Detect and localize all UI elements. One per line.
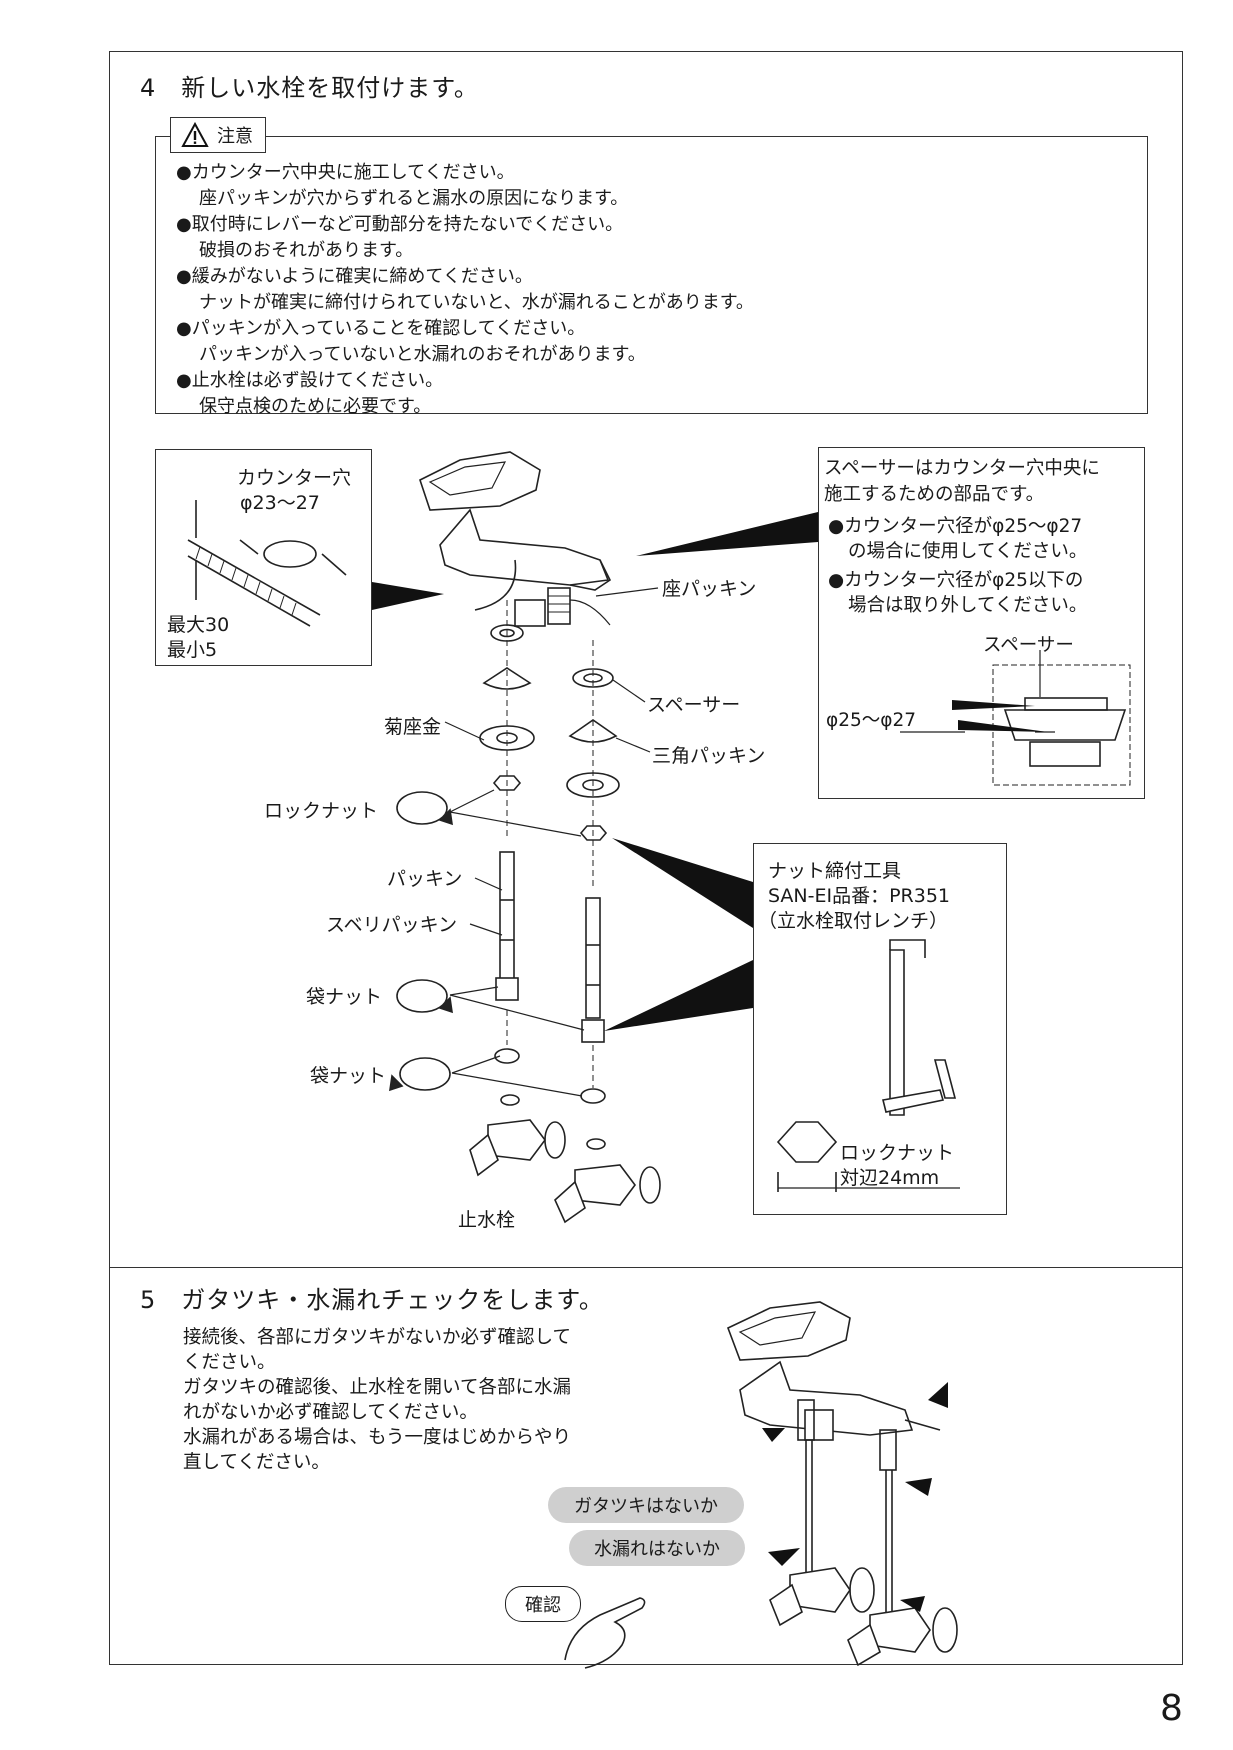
section-divider	[109, 1267, 1183, 1268]
tool-name: ナット締付工具	[768, 860, 902, 882]
spacer-note-line1: スペーサーはカウンター穴中央に	[824, 458, 1100, 479]
label-packing: パッキン	[387, 868, 463, 890]
counter-hole-label: カウンター穴	[237, 467, 352, 489]
spacer-detail-label: スペーサー	[983, 635, 1074, 656]
caution-detail: パッキンが入っていないと水漏れのおそれがあります。	[199, 344, 646, 365]
spacer-note-bullet1: ●カウンター穴径がφ25～φ27	[828, 516, 1083, 537]
caution-box	[155, 136, 1148, 414]
spacer-note-bullet1-detail: の場合に使用してください。	[848, 541, 1088, 562]
tool-nut-size: 対辺24mm	[840, 1167, 940, 1189]
label-kiku-washer: 菊座金	[384, 716, 442, 738]
rotate-arrow-icon	[396, 979, 453, 1014]
step5-line: ください。	[183, 1352, 276, 1373]
page-frame	[109, 51, 1183, 1665]
caution-lead: 緩みがないように確実に締めてください。	[176, 264, 754, 290]
step5-line: ガタツキの確認後、止水栓を開いて各部に水漏	[183, 1377, 571, 1398]
step5-illustration	[564, 1301, 958, 1669]
rotate-arrow-icon	[396, 791, 453, 826]
step5-line: れがないか必ず確認してください。	[183, 1402, 478, 1423]
counter-thickness-max: 最大30	[167, 614, 230, 636]
caution-detail: 保守点検のために必要です。	[199, 396, 432, 417]
caution-lead: 止水栓は必ず設けてください。	[176, 368, 754, 394]
step5-instructions: 接続後、各部にガタツキがないか必ず確認して ください。 ガタツキの確認後、止水栓…	[183, 1325, 643, 1475]
pointing-hand-icon	[564, 1597, 646, 1669]
tool-description: （立水栓取付レンチ）	[758, 910, 949, 932]
tool-box	[753, 843, 1007, 1215]
step5-title: 5 ガタツキ・水漏れチェックをします。	[140, 1286, 604, 1314]
caution-item: 取付時にレバーなど可動部分を持たないでください。 破損のおそれがあります。	[176, 212, 754, 264]
label-stop-valve: 止水栓	[458, 1209, 516, 1231]
caution-list: カウンター穴中央に施工してください。 座パッキンが穴からずれると漏水の原因になり…	[176, 160, 754, 420]
confirm-badge: 確認	[505, 1586, 581, 1622]
caution-detail: 破損のおそれがあります。	[199, 240, 414, 261]
label-lock-nut: ロックナット	[264, 800, 379, 822]
caution-item: カウンター穴中央に施工してください。 座パッキンが穴からずれると漏水の原因になり…	[176, 160, 754, 212]
caution-lead: 取付時にレバーなど可動部分を持たないでください。	[176, 212, 754, 238]
caution-label: 注意	[217, 126, 253, 147]
caution-lead: カウンター穴中央に施工してください。	[176, 160, 754, 186]
page-number: 8	[1160, 1688, 1183, 1729]
spacer-detail-diameter: φ25～φ27	[826, 710, 916, 731]
step5-line: 直してください。	[183, 1452, 330, 1473]
tool-nut-label: ロックナット	[840, 1142, 955, 1164]
step4-title: 4 新しい水栓を取付けます。	[140, 74, 479, 102]
spacer-note-bullet2-detail: 場合は取り外してください。	[848, 595, 1088, 616]
label-spacer: スペーサー	[647, 694, 741, 716]
label-slip-packing: スベリパッキン	[326, 914, 458, 936]
tool-part-number: SAN-EI品番：PR351	[768, 885, 951, 907]
caution-lead: パッキンが入っていることを確認してください。	[176, 316, 754, 342]
step5-line: 接続後、各部にガタツキがないか必ず確認して	[183, 1327, 571, 1348]
label-seat-packing: 座パッキン	[662, 578, 757, 600]
caution-item: 緩みがないように確実に締めてください。 ナットが確実に締付けられていないと、水が…	[176, 264, 754, 316]
step5-line: 水漏れがある場合は、もう一度はじめからやり	[183, 1427, 571, 1448]
counter-thickness-min: 最小5	[167, 639, 218, 661]
caution-header: 注意	[170, 117, 266, 153]
spacer-note-line2: 施工するための部品です。	[824, 484, 1045, 505]
rotate-arrow-icon	[389, 1057, 451, 1092]
caution-item: パッキンが入っていることを確認してください。 パッキンが入っていないと水漏れのお…	[176, 316, 754, 368]
label-bag-nut-upper: 袋ナット	[306, 986, 383, 1008]
caution-detail: ナットが確実に締付けられていないと、水が漏れることがあります。	[199, 292, 754, 313]
counter-hole-diameter: φ23～27	[240, 492, 320, 514]
caution-item: 止水栓は必ず設けてください。 保守点検のために必要です。	[176, 368, 754, 420]
spacer-note-bullet2: ●カウンター穴径がφ25以下の	[828, 570, 1084, 591]
label-bag-nut-lower: 袋ナット	[310, 1065, 387, 1087]
check-leak-bubble: 水漏れはないか	[569, 1530, 745, 1566]
check-wobble-bubble: ガタツキはないか	[548, 1487, 744, 1523]
label-triangle-packing: 三角パッキン	[652, 745, 766, 767]
caution-detail: 座パッキンが穴からずれると漏水の原因になります。	[199, 188, 629, 209]
warning-icon	[181, 122, 209, 147]
